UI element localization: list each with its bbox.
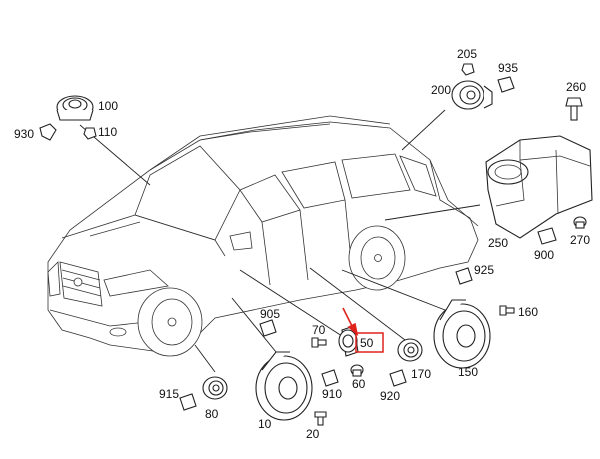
- label-920: 920: [380, 389, 400, 403]
- highlight-box: [355, 332, 384, 353]
- part-60-grommet[interactable]: [350, 364, 364, 377]
- part-925-clip[interactable]: [455, 267, 473, 285]
- label-80: 80: [205, 407, 219, 421]
- part-labels: 100 930 110 205 935 200 260 250 270 900 …: [14, 47, 590, 441]
- label-20: 20: [306, 427, 320, 441]
- part-935-clip[interactable]: [497, 76, 515, 93]
- part-160-bolt[interactable]: [499, 305, 515, 316]
- part-915-clip[interactable]: [179, 393, 197, 411]
- highlight-arrow: [342, 307, 359, 337]
- label-160: 160: [518, 305, 538, 319]
- label-50: 50: [360, 336, 374, 350]
- label-60: 60: [352, 377, 366, 391]
- label-10: 10: [258, 417, 272, 431]
- part-20-bolt[interactable]: [314, 411, 327, 426]
- label-930: 930: [14, 127, 34, 141]
- label-910: 910: [322, 387, 342, 401]
- part-10-speaker[interactable]: [255, 351, 313, 421]
- part-80-tweeter[interactable]: [202, 376, 228, 400]
- label-170: 170: [411, 367, 431, 381]
- part-900-clip[interactable]: [537, 227, 557, 245]
- part-150-speaker[interactable]: [433, 299, 491, 369]
- part-260-bolt[interactable]: [565, 97, 583, 121]
- label-250: 250: [488, 236, 508, 250]
- part-110-nut[interactable]: [83, 127, 97, 140]
- part-170-tweeter[interactable]: [397, 338, 423, 362]
- part-930-clip[interactable]: [39, 123, 57, 141]
- label-905: 905: [260, 307, 280, 321]
- label-270: 270: [570, 233, 590, 247]
- label-900: 900: [534, 248, 554, 262]
- part-70-bolt[interactable]: [311, 337, 327, 348]
- part-905-clip[interactable]: [259, 319, 277, 337]
- label-205: 205: [457, 47, 477, 61]
- label-200: 200: [431, 83, 451, 97]
- leader-lines: [79, 109, 481, 373]
- label-150: 150: [458, 365, 478, 379]
- part-100-tweeter[interactable]: [56, 95, 94, 121]
- part-920-clip[interactable]: [389, 369, 407, 387]
- label-100: 100: [98, 99, 118, 113]
- label-925: 925: [474, 263, 494, 277]
- label-70: 70: [312, 323, 326, 337]
- label-935: 935: [498, 61, 518, 75]
- part-910-clip[interactable]: [321, 369, 339, 387]
- part-205-nut[interactable]: [461, 63, 475, 76]
- label-110: 110: [98, 125, 117, 139]
- part-270-grommet[interactable]: [573, 216, 587, 229]
- label-915: 915: [159, 387, 179, 401]
- vehicle-outline: [47, 115, 479, 357]
- part-250-subwoofer-enclosure[interactable]: [485, 135, 593, 239]
- part-200-speaker[interactable]: [451, 80, 493, 110]
- label-260: 260: [566, 80, 586, 94]
